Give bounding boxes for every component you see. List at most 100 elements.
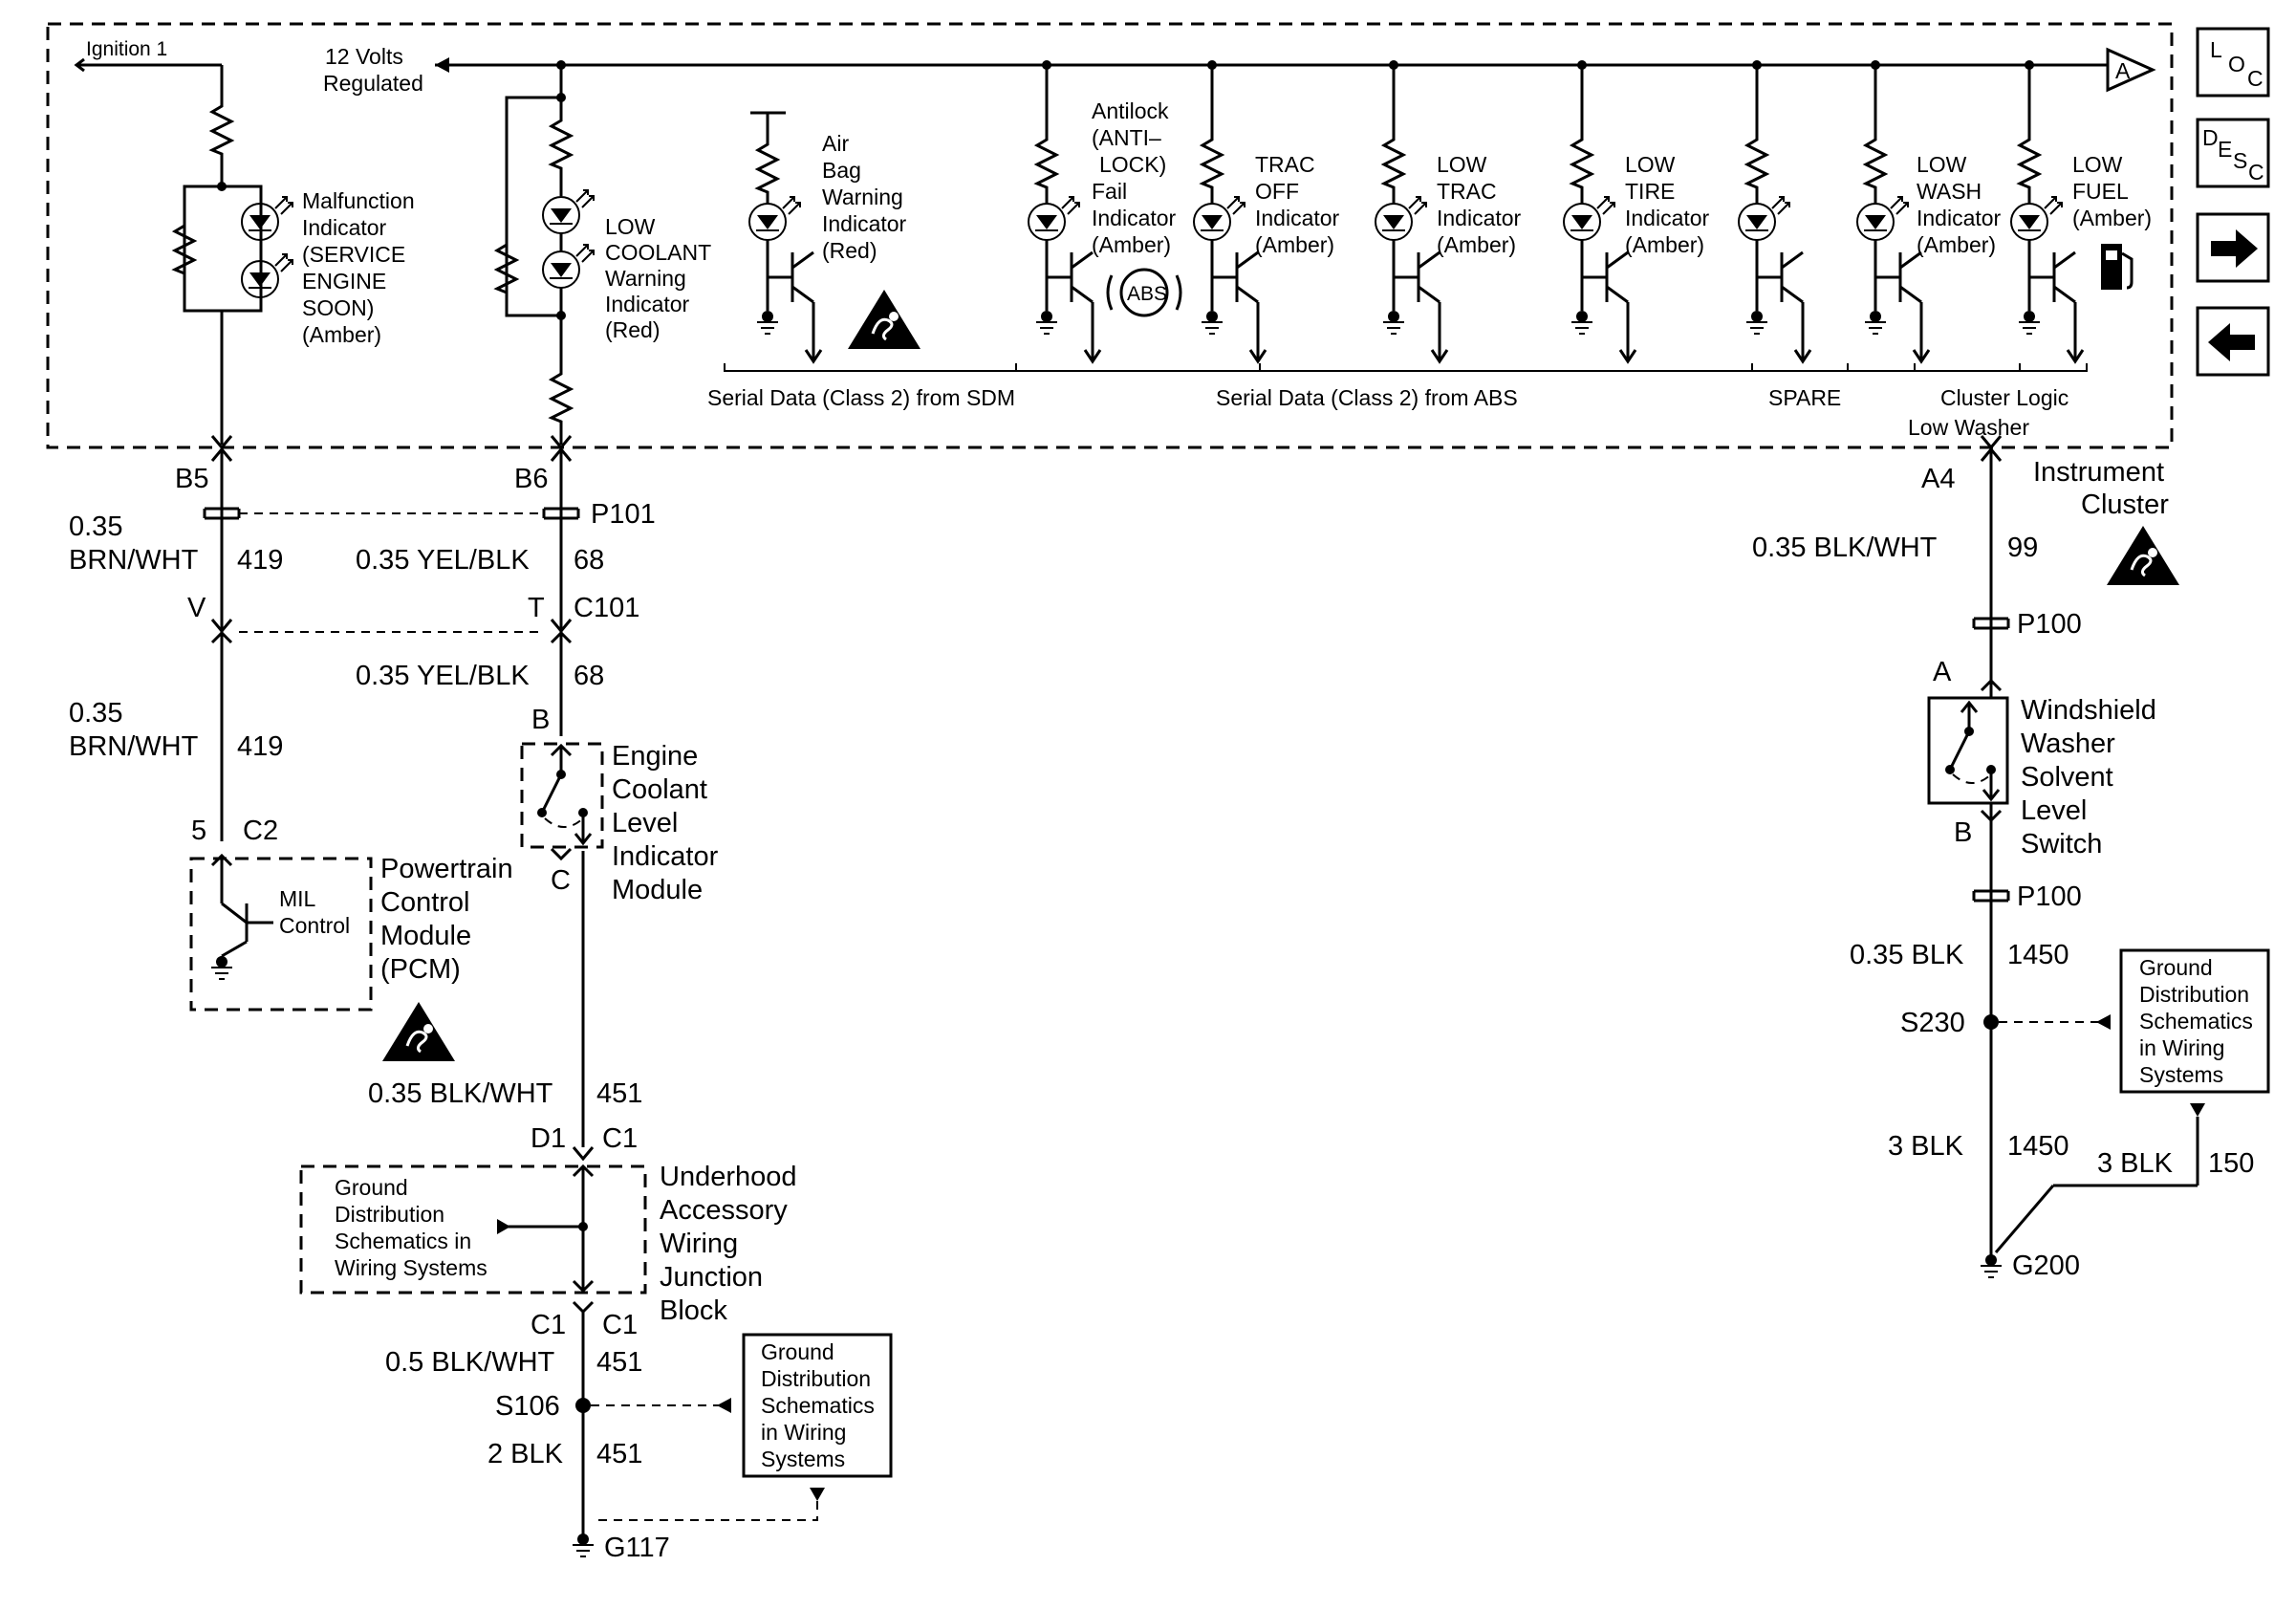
connector-c1-left: C1 [531,1310,566,1340]
back-button[interactable] [2196,306,2270,377]
ground-g200: G200 [2012,1251,2080,1281]
svg-text:LOW: LOW [1437,152,1487,177]
low-fuel-label: LOW FUEL (Amber) [2072,152,2152,230]
svg-text:O: O [2228,52,2245,76]
wire-451b-num: 451 [596,1347,642,1378]
svg-text:Coolant: Coolant [612,774,707,805]
svg-text:in Wiring: in Wiring [2139,1035,2224,1060]
loc-button[interactable]: L O C [2196,27,2270,98]
wire-419b-num: 419 [237,731,283,762]
svg-text:Indicator: Indicator [1917,206,2002,230]
svg-text:(Amber): (Amber) [1625,232,1704,257]
volts-label-1: 12 Volts [325,44,403,69]
svg-text:LOW: LOW [2072,152,2123,177]
wire-68-num: 68 [574,545,604,576]
mil-control-label: MIL Control [279,886,350,938]
airbag-warning-icon [846,288,922,351]
svg-text:Level: Level [612,808,678,838]
svg-text:LOCK): LOCK) [1099,152,1166,177]
svg-text:LOW: LOW [605,214,656,239]
svg-text:(Red): (Red) [605,317,661,342]
svg-text:Control: Control [380,887,470,918]
pin-a4: A4 [1921,464,1955,494]
mil-indicator-group [183,185,263,313]
ground-dist-box-left-label: Ground Distribution Schematics in Wiring… [761,1339,875,1471]
low-wash-label: LOW WASH Indicator (Amber) [1917,152,2002,257]
pin-c-ecl: C [551,865,571,896]
wire-451-label: 0.35 BLK/WHT [368,1078,553,1109]
svg-text:Junction: Junction [660,1262,763,1293]
trac-off-led-icon [1193,196,1245,241]
connector-c101: C101 [574,593,639,623]
spare-indicator [1738,60,1812,364]
wire-451c-num: 451 [596,1439,642,1469]
antilock-led-icon [1028,196,1080,241]
svg-text:ABS: ABS [1127,283,1167,305]
mil-led-icon [241,196,293,241]
svg-text:Systems: Systems [761,1447,845,1471]
svg-text:TRAC: TRAC [1437,179,1497,204]
svg-text:Accessory: Accessory [660,1195,788,1226]
wire-150-label: 3 BLK [2097,1148,2174,1179]
svg-text:Washer: Washer [2021,729,2115,759]
pin-v: V [187,593,206,623]
low-washer-label: Low Washer [1908,415,2029,440]
svg-text:MIL: MIL [279,886,316,911]
connector-c1-top: C1 [602,1123,638,1154]
connector-p100-bottom: P100 [2017,881,2082,912]
svg-text:(Amber): (Amber) [1917,232,1996,257]
low-fuel-led-icon [2010,196,2063,241]
low-trac-label: LOW TRAC Indicator (Amber) [1437,152,1522,257]
desc-button[interactable]: D E S C [2196,118,2270,188]
svg-text:Indicator: Indicator [612,841,719,872]
svg-text:(Red): (Red) [822,238,877,263]
svg-text:(SERVICE: (SERVICE [302,242,405,267]
svg-text:Indicator: Indicator [605,292,690,316]
svg-text:Indicator: Indicator [1255,206,1340,230]
wire-68b-label: 0.35 YEL/BLK [356,661,530,691]
low-coolant-label: LOW COOLANT Warning Indicator (Red) [605,214,711,342]
svg-text:Ground: Ground [335,1175,408,1200]
fuel-pump-icon [2101,244,2134,290]
low-trac-led-icon [1375,196,1427,241]
svg-text:Warning: Warning [605,266,686,291]
svg-text:Level: Level [2021,795,2087,826]
wire-419-color: BRN/WHT [69,545,199,576]
svg-text:LOW: LOW [1917,152,1967,177]
spare-label: SPARE [1768,385,1841,410]
ground-dist-box-left [742,1333,893,1478]
arrow-right-icon [2211,229,2258,268]
pin-b6: B6 [514,464,548,494]
cluster-name-1: Instrument [2033,457,2164,488]
ground-g117-icon [572,1533,595,1557]
forward-button[interactable] [2196,212,2270,283]
junction-block-label: Underhood Accessory Wiring Junction Bloc… [660,1162,797,1326]
pin-5-pcm: 5 [191,816,206,846]
svg-text:Indicator: Indicator [1092,206,1177,230]
wire-1450b-num: 1450 [2007,1131,2069,1162]
svg-text:TRAC: TRAC [1255,152,1315,177]
arrow-left-icon [2208,323,2255,361]
wire-1450b-label: 3 BLK [1888,1131,1964,1162]
svg-text:D: D [2202,125,2219,150]
svg-text:SOON): SOON) [302,295,374,320]
svg-text:Schematics: Schematics [2139,1009,2253,1033]
pin-b5: B5 [175,464,208,494]
pcm-label: Powertrain Control Module (PCM) [380,854,513,985]
svg-text:Wiring: Wiring [660,1229,738,1259]
wire-1450a-num: 1450 [2007,940,2069,970]
svg-text:C: C [2247,66,2264,91]
svg-text:(PCM): (PCM) [380,954,461,985]
svg-text:Malfunction: Malfunction [302,188,415,213]
svg-text:Air: Air [822,131,849,156]
ground-dist-box-right [2119,948,2270,1094]
airbag-label: Air Bag Warning Indicator (Red) [822,131,907,263]
volts-label-2: Regulated [323,71,423,96]
pin-t: T [528,593,545,623]
svg-text:(Amber): (Amber) [1255,232,1334,257]
cluster-esd-icon [2105,524,2181,587]
svg-text:S: S [2233,148,2247,173]
abs-logo-icon: ABS [1106,268,1182,317]
pin-d1: D1 [531,1123,566,1154]
airbag-led-icon [748,196,801,241]
